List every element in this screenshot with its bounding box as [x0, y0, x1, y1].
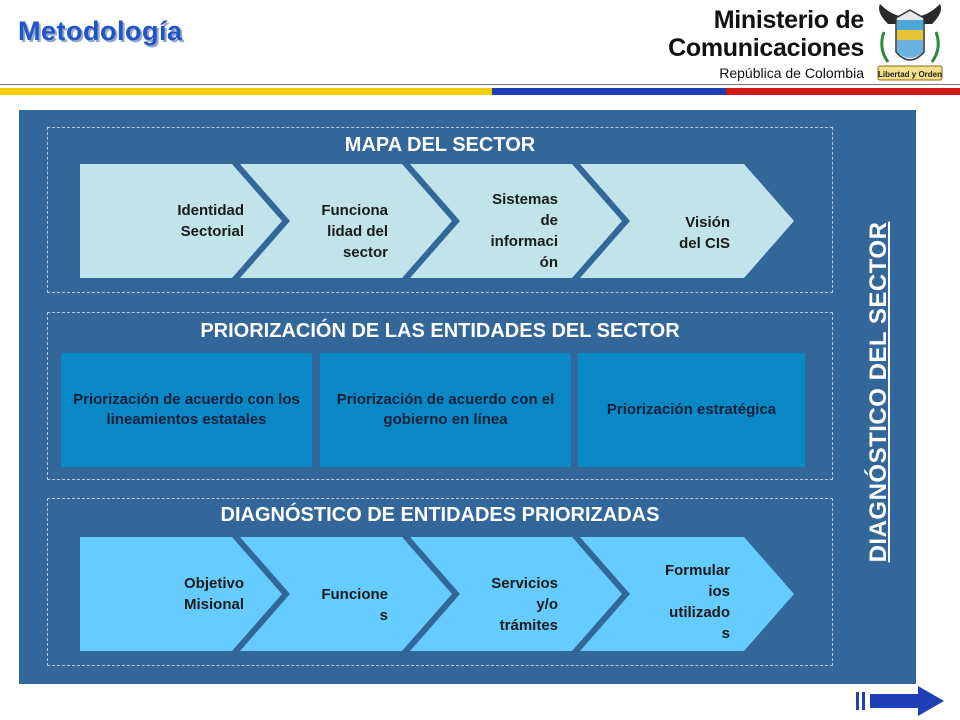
section-diagnostico-frame	[47, 498, 833, 666]
next-arrow-icon[interactable]	[856, 686, 946, 716]
coat-of-arms-icon: Libertad y Orden	[877, 4, 943, 81]
crest-motto: Libertad y Orden	[878, 70, 942, 79]
section-mapa-frame	[47, 127, 833, 293]
priorizacion-box-3: Priorización estratégica	[578, 353, 805, 467]
page-title: Metodología	[18, 16, 183, 46]
mapa-chevron-row	[80, 164, 794, 278]
section-diagnostico-title: DIAGNÓSTICO DE ENTIDADES PRIORIZADAS	[220, 504, 660, 526]
section-priorizacion-frame	[47, 312, 833, 480]
mapa-chevron-1	[80, 164, 282, 278]
priorizacion-box-1: Priorización de acuerdo con los lineamie…	[61, 353, 312, 467]
mapa-chevron-3	[410, 164, 622, 278]
ministry-line3: República de Colombia	[719, 65, 864, 81]
diagnostico-chevron-4	[580, 537, 794, 651]
flag-stripe-yellow	[0, 88, 492, 95]
ministry-line1: Ministerio de	[713, 6, 865, 34]
section-mapa-title: MAPA DEL SECTOR	[344, 134, 536, 156]
flag-stripe-red	[726, 88, 960, 95]
priorizacion-box-2: Priorización de acuerdo con el gobierno …	[320, 353, 571, 467]
side-label: DIAGNÓSTICO DEL SECTOR	[862, 172, 896, 612]
flag-stripe-blue	[492, 88, 726, 95]
diagnostico-chevron-row	[80, 537, 794, 651]
mapa-chevron-4	[580, 164, 794, 278]
mapa-chevron-2	[240, 164, 452, 278]
side-label-text: DIAGNÓSTICO DEL SECTOR	[865, 221, 892, 563]
ministry-name: Ministerio de Comunicaciones República d…	[668, 6, 864, 82]
diagnostico-chevron-3	[410, 537, 622, 651]
section-priorizacion-title: PRIORIZACIÓN DE LAS ENTIDADES DEL SECTOR	[200, 320, 680, 342]
diagnostico-chevron-1	[80, 537, 282, 651]
diagnostico-chevron-2	[240, 537, 452, 651]
ministry-line2: Comunicaciones	[668, 34, 864, 62]
